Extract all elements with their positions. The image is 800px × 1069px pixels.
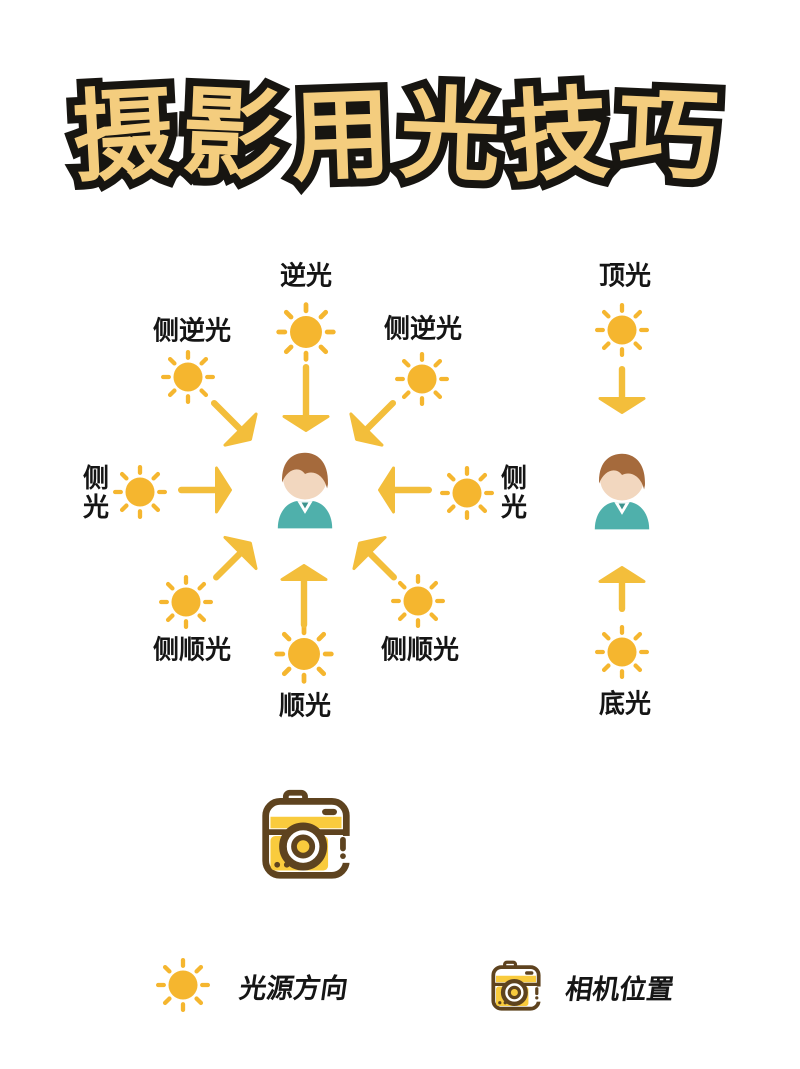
label-side-backlight-left: 侧逆光: [152, 315, 232, 346]
sun-icon: [271, 621, 337, 687]
title-char: 技: [498, 69, 629, 203]
sun-icon: [158, 347, 218, 407]
camera-icon: [258, 787, 354, 883]
sun-icon: [392, 349, 452, 409]
legend-sun-icon: [153, 955, 213, 1015]
arrow-side-light-left: [176, 466, 232, 514]
subject-person-icon: [588, 448, 656, 530]
legend-light-source-label: 光源方向: [237, 973, 350, 1004]
title-char: 巧: [608, 70, 738, 203]
sun-icon: [437, 463, 497, 523]
label-side-backlight-right: 侧逆光: [383, 313, 463, 344]
title-char: 光: [390, 70, 519, 202]
legend-camera-position-label: 相机位置: [563, 974, 676, 1005]
sun-icon: [592, 622, 652, 682]
label-side-light-right: 侧光: [500, 462, 527, 522]
arrow-side-light-right: [378, 466, 434, 514]
title-char: 影: [172, 70, 302, 203]
arrow-front-light: [280, 564, 328, 630]
title-char: 用: [281, 70, 410, 202]
title-char: 摄: [62, 69, 193, 203]
page-title: 摄影用光技巧: [62, 69, 738, 203]
arrow-side-front-right: [342, 525, 415, 598]
subject-person-icon: [271, 447, 339, 529]
sun-icon: [273, 299, 339, 365]
label-top-light: 顶光: [598, 260, 652, 291]
arrow-backlight: [282, 362, 330, 432]
arrow-side-backlight-right: [339, 383, 414, 458]
legend-camera-icon: [489, 959, 543, 1013]
arrow-side-backlight-left: [194, 383, 269, 458]
sun-icon: [110, 462, 170, 522]
arrow-side-front-left: [196, 525, 269, 598]
label-side-light-left: 侧光: [82, 462, 109, 522]
arrow-top-light: [598, 364, 646, 414]
sun-icon: [592, 300, 652, 360]
label-side-front-left: 侧顺光: [152, 634, 232, 665]
label-front-light: 顺光: [278, 690, 332, 721]
sun-icon: [156, 572, 216, 632]
arrow-bottom-light: [598, 566, 646, 614]
label-backlight: 逆光: [279, 260, 333, 291]
label-side-front-right: 侧顺光: [380, 634, 460, 665]
label-bottom-light: 底光: [598, 688, 652, 719]
